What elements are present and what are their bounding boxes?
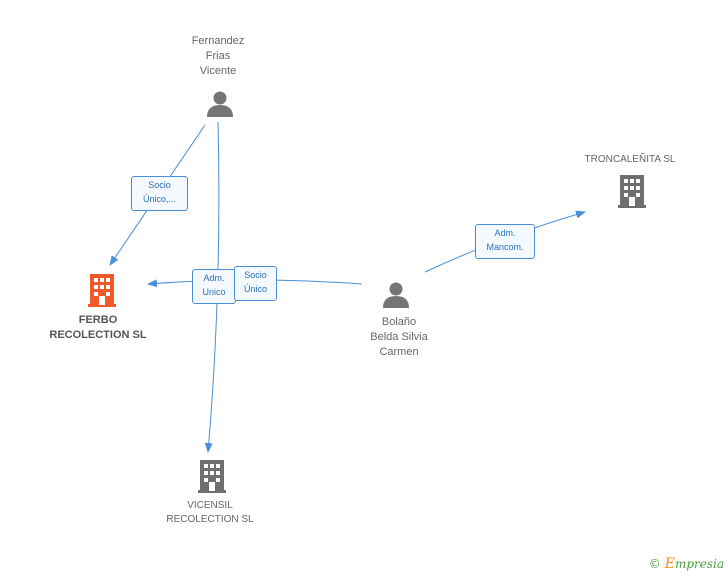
building-icon[interactable] — [618, 175, 646, 208]
person-icon[interactable] — [383, 282, 409, 309]
edge-label-socio-unico[interactable]: Socio Único,... — [131, 176, 188, 211]
node-label-fernandez[interactable]: Fernandez Frias Vicente — [191, 35, 245, 77]
person-icon[interactable] — [207, 91, 233, 118]
edge-label-adm-mancom[interactable]: Adm. Mancom. — [475, 224, 535, 259]
empresia-logo[interactable]: ©Empresia — [649, 556, 724, 572]
building-icon[interactable] — [88, 274, 116, 307]
node-label-troncalenita[interactable]: TRONCALEÑITA SL — [584, 154, 676, 165]
brand-name: mpresia — [674, 557, 724, 571]
node-label-ferbo[interactable]: FERBO RECOLECTION SL — [49, 314, 147, 341]
copyright-symbol: © — [648, 557, 661, 571]
brand-initial: E — [664, 556, 675, 572]
building-icon[interactable] — [198, 460, 226, 493]
node-label-bolano[interactable]: Bolaño Belda Silvia Carmen — [370, 316, 428, 358]
edge-label-socio-unico-bolano[interactable]: Socio Único — [234, 266, 277, 301]
edge-label-adm-unico[interactable]: Adm. Unico — [192, 269, 236, 304]
node-label-vicensil[interactable]: VICENSIL RECOLECTION SL — [166, 500, 254, 525]
